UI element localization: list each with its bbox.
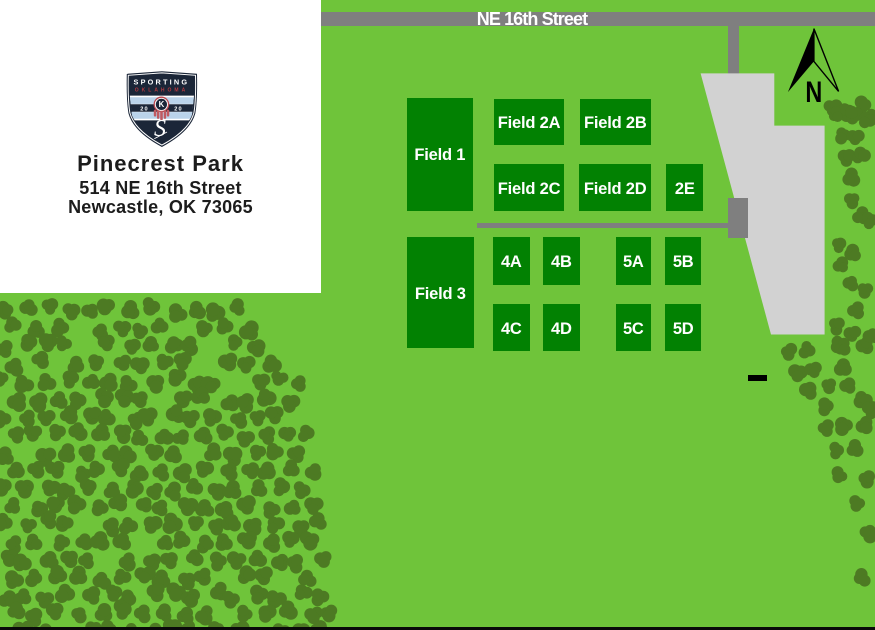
svg-text:S: S xyxy=(154,116,166,142)
svg-text:OKLAHOMA: OKLAHOMA xyxy=(135,88,188,94)
svg-text:SPORTING: SPORTING xyxy=(134,77,190,86)
svg-text:N: N xyxy=(805,75,822,105)
svg-text:20: 20 xyxy=(140,107,149,113)
svg-text:K: K xyxy=(159,100,165,109)
svg-text:20: 20 xyxy=(174,107,183,113)
